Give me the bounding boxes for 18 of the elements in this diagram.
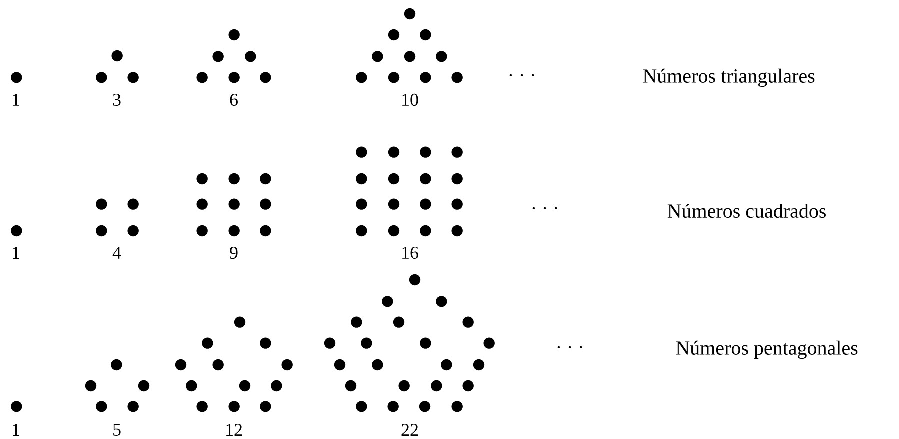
number-label: 1 [13, 94, 20, 106]
number-label: 1 [13, 424, 20, 436]
number-label: 1 [13, 247, 20, 259]
number-label: 9 [230, 246, 238, 260]
number-label: 22 [402, 424, 418, 436]
number-label: 4 [112, 247, 122, 259]
number-label: 12 [226, 424, 242, 436]
row-title: Números pentagonales [676, 340, 858, 360]
ellipsis: · · · [558, 346, 582, 349]
ellipsis: · · · [510, 74, 534, 77]
row-title: Números cuadrados [668, 204, 826, 218]
number-label: 3 [113, 94, 121, 106]
number-label: 5 [114, 424, 121, 436]
number-label: 10 [402, 94, 418, 106]
row-title: Números triangulares [643, 68, 815, 88]
number-label: 6 [230, 94, 238, 106]
number-label: 16 [402, 246, 418, 260]
ellipsis: · · · [532, 207, 558, 210]
